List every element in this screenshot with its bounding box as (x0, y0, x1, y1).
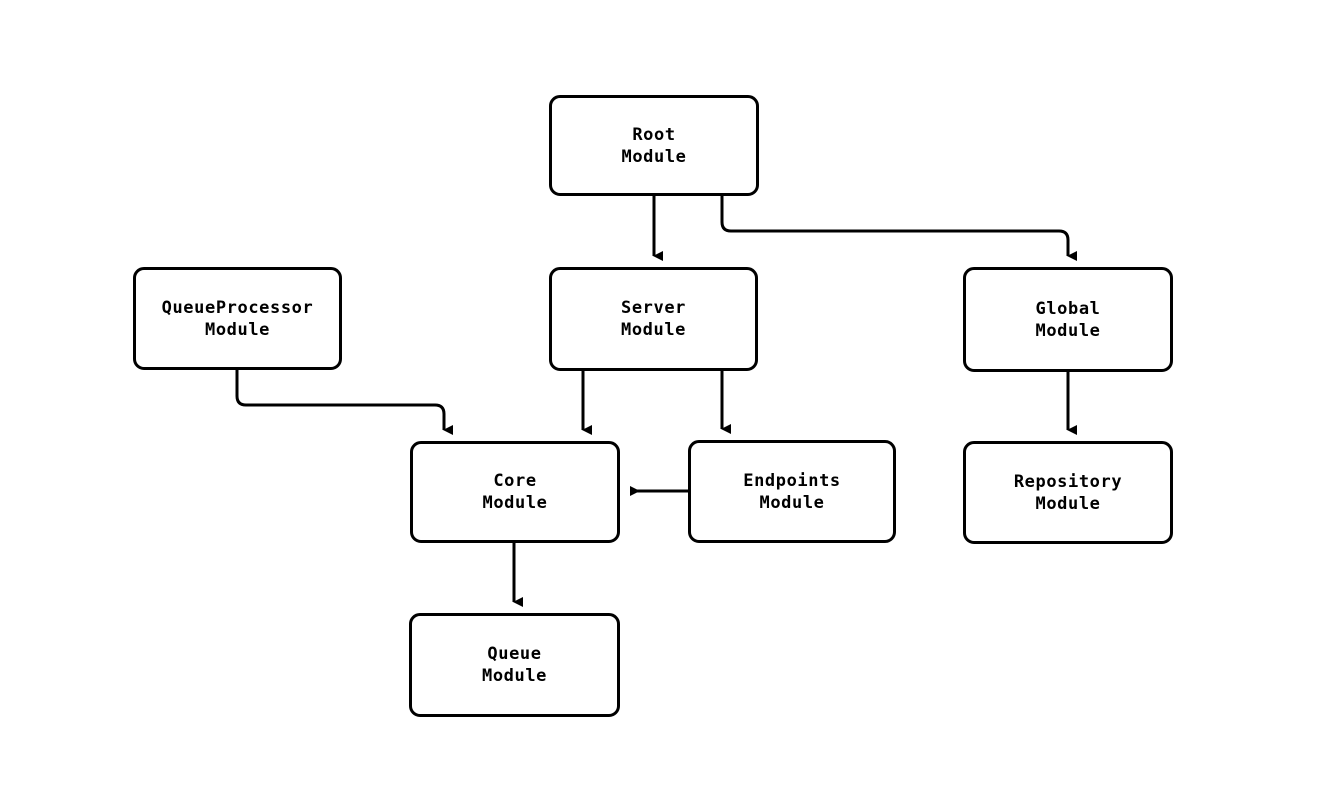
node-endpoints-module[interactable]: Endpoints Module (688, 440, 896, 543)
node-server-module-line2: Module (620, 320, 686, 340)
node-global-module-line2: Module (1035, 320, 1101, 341)
node-repository-module[interactable]: Repository Module (963, 441, 1173, 544)
node-global-module-line1: Global (1035, 298, 1101, 319)
node-core-module-line1: Core (493, 471, 537, 491)
node-queue-module-line1: Queue (487, 644, 542, 664)
node-queueprocessor-module-line2: Module (204, 319, 270, 340)
node-root-module[interactable]: Root Module (549, 95, 759, 196)
node-repository-module-line1: Repository (1013, 471, 1123, 492)
node-endpoints-module-line2: Module (759, 492, 825, 513)
node-repository-module-line2: Module (1035, 493, 1101, 514)
node-queue-module[interactable]: Queue Module (409, 613, 620, 717)
node-server-module[interactable]: Server Module (549, 267, 758, 371)
edge-root-to-global (720, 196, 1077, 261)
node-root-module-line2: Module (621, 146, 687, 167)
node-core-module[interactable]: Core Module (410, 441, 620, 543)
node-root-module-line1: Root (632, 124, 676, 145)
node-queueprocessor-module-line1: QueueProcessor (161, 297, 314, 318)
edge-queueprocessor-to-core (235, 370, 453, 435)
node-queueprocessor-module[interactable]: QueueProcessor Module (133, 267, 342, 370)
node-core-module-line2: Module (482, 493, 548, 513)
node-endpoints-module-line1: Endpoints (743, 470, 841, 491)
node-server-module-line1: Server (620, 298, 686, 318)
node-global-module[interactable]: Global Module (963, 267, 1173, 372)
node-queue-module-line2: Module (481, 666, 547, 686)
